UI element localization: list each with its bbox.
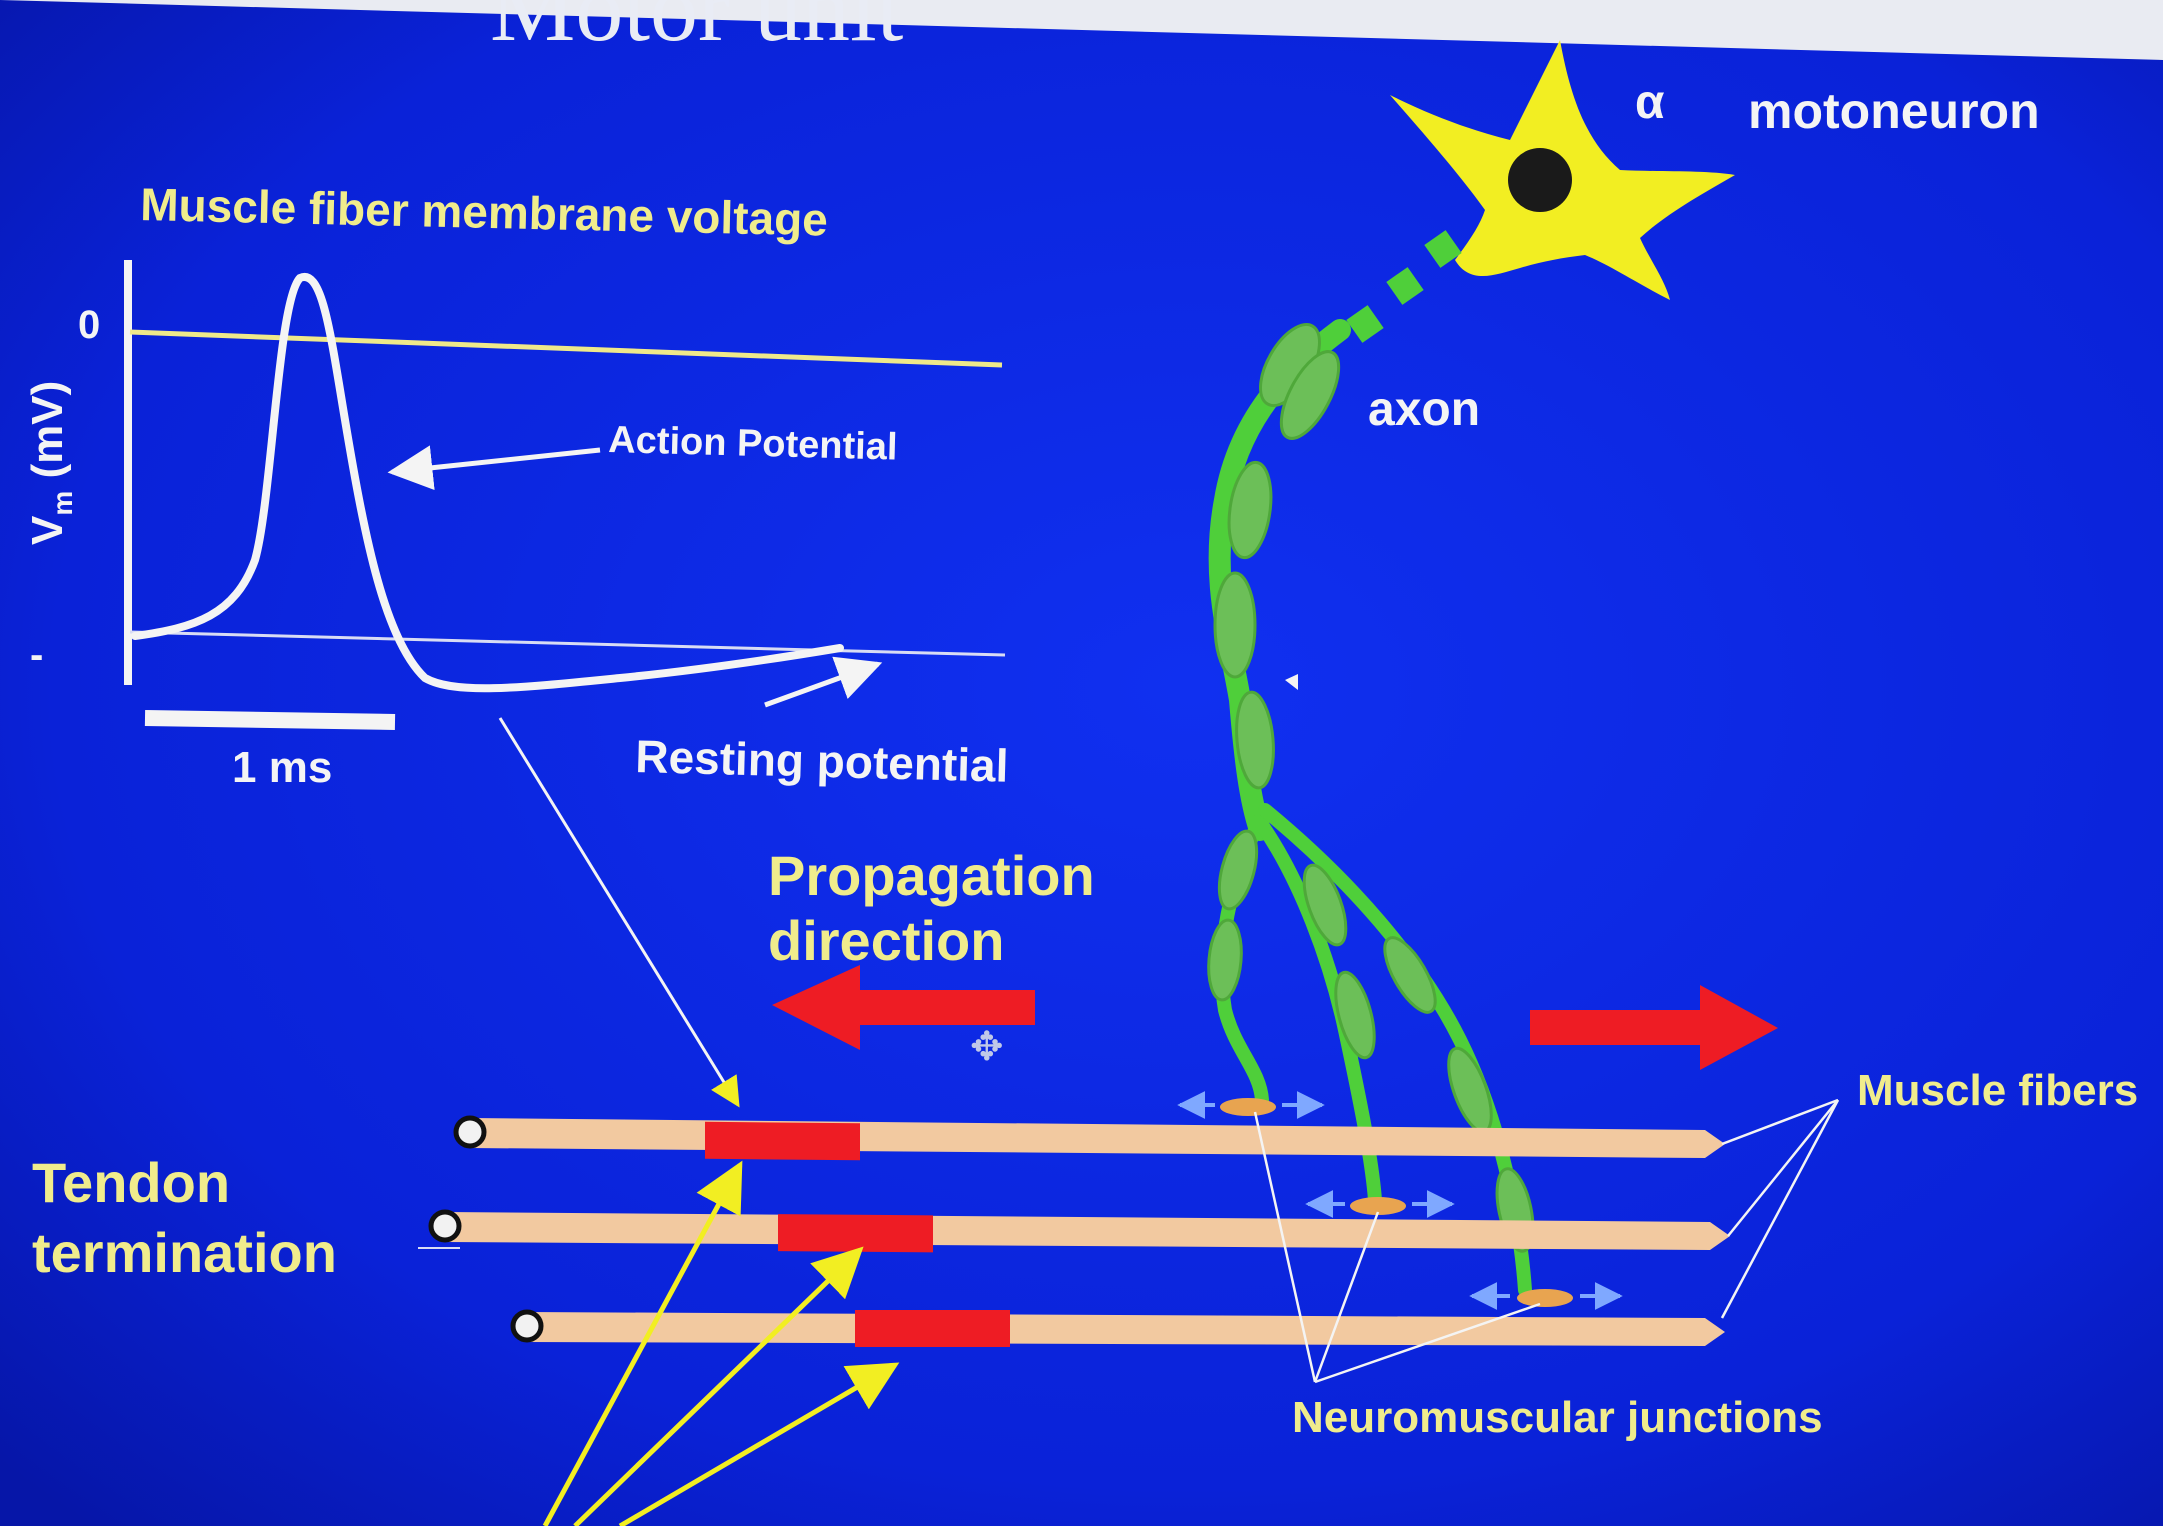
neuromuscular-junctions	[1220, 1098, 1573, 1307]
voltage-graph: Muscle fiber membrane voltage Vm (mV) 0 …	[23, 178, 1009, 1108]
propagation-label-line1: Propagation	[768, 844, 1095, 907]
tendon-end-1	[453, 1115, 487, 1149]
active-segment-2	[778, 1214, 933, 1253]
time-scale-bar	[144, 710, 396, 730]
nmj-label: Neuromuscular junctions	[1292, 1393, 1823, 1442]
action-potential-trace	[131, 273, 844, 693]
muscle-fibers-pointers	[1720, 1098, 1840, 1319]
resting-baseline	[129, 630, 1006, 657]
nmj-pointers	[1253, 1111, 1541, 1384]
zero-voltage-line	[129, 329, 1003, 368]
tendon-label-line2: termination	[32, 1221, 337, 1284]
time-scale-label: 1 ms	[232, 743, 332, 792]
zero-tick-label: 0	[78, 303, 100, 347]
propagation-label-line2: direction	[768, 909, 1004, 972]
resting-potential-arrow	[764, 656, 883, 708]
action-potential-arrow	[387, 445, 601, 491]
muscle-fiber-3	[510, 1309, 1725, 1347]
muscle-fiber-2	[418, 1209, 1730, 1253]
neuron-nucleus	[1508, 148, 1572, 212]
axon-initial-segment	[1346, 230, 1462, 343]
active-segment-1	[705, 1121, 860, 1161]
tendon-end-2	[428, 1209, 462, 1243]
cursor-icon: ✥	[970, 1024, 1004, 1070]
active-segment-3	[855, 1310, 1010, 1347]
axon-tree: axon	[1207, 230, 1535, 1297]
muscle-fibers: Muscle fibers Tendon termination Neuromu…	[32, 1066, 2138, 1526]
graph-to-fiber-arrow	[498, 717, 740, 1108]
action-potential-label: Action Potential	[608, 419, 898, 469]
tendon-end-3	[510, 1309, 544, 1343]
propagation-direction: Propagation direction ✥	[768, 844, 1778, 1070]
alpha-motoneuron: α motoneuron	[1390, 40, 2040, 300]
resting-potential-label: Resting potential	[635, 730, 1009, 792]
junction-propagation-arrows	[1177, 1091, 1623, 1310]
propagation-arrow-right	[1530, 985, 1778, 1070]
low-tick-label: -	[30, 633, 43, 677]
muscle-fiber-1	[453, 1115, 1725, 1161]
slide-title: Motor unit	[490, 0, 904, 61]
active-segment-arrows	[542, 1160, 900, 1526]
propagation-arrow-left	[772, 965, 1035, 1050]
y-axis-label: Vm (mV)	[23, 381, 78, 545]
motoneuron-label: motoneuron	[1748, 83, 2040, 139]
myelin-sheaths	[1207, 323, 1535, 1253]
alpha-symbol: α	[1635, 76, 1665, 129]
small-white-marker	[1285, 674, 1298, 690]
muscle-fibers-label: Muscle fibers	[1857, 1066, 2138, 1115]
axon-label: axon	[1368, 383, 1480, 436]
tendon-label-line1: Tendon	[32, 1151, 230, 1214]
